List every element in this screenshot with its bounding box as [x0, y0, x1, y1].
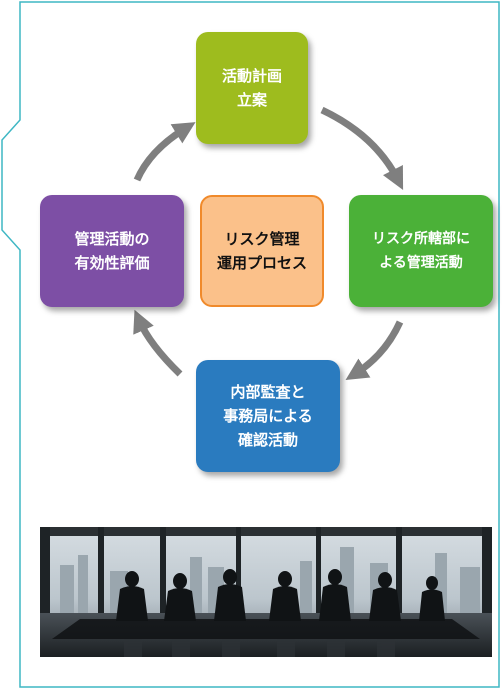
box-department-management-line2: よる管理活動 [379, 255, 463, 271]
box-effectiveness-evaluation: 管理活動の 有効性評価 [40, 195, 184, 307]
arrow-right-to-bottom [345, 320, 404, 380]
arrow-bottom-to-left [133, 309, 183, 377]
box-plan-activity-line2: 立案 [236, 91, 267, 109]
box-risk-process-line2: 運用プロセス [216, 254, 307, 272]
box-audit-confirmation-line1: 内部監査と [230, 383, 306, 401]
box-department-management: リスク所轄部に よる管理活動 [349, 195, 493, 307]
box-department-management-line1: リスク所轄部に [372, 231, 470, 247]
box-plan-activity: 活動計画 立案 [196, 32, 308, 144]
meeting-room-skyline-photo [40, 527, 492, 657]
box-audit-confirmation-line2: 事務局による [223, 407, 313, 425]
box-effectiveness-evaluation-line2: 有効性評価 [74, 254, 150, 272]
box-risk-process-center: リスク管理 運用プロセス [200, 195, 324, 307]
box-audit-confirmation: 内部監査と 事務局による 確認活動 [196, 360, 340, 472]
box-effectiveness-evaluation-line1: 管理活動の [74, 230, 150, 248]
box-risk-process-line1: リスク管理 [224, 230, 300, 248]
arrow-left-to-top [133, 122, 196, 182]
box-plan-activity-line1: 活動計画 [221, 67, 282, 85]
arrow-top-to-right [320, 106, 404, 190]
box-audit-confirmation-line3: 確認活動 [237, 431, 298, 449]
